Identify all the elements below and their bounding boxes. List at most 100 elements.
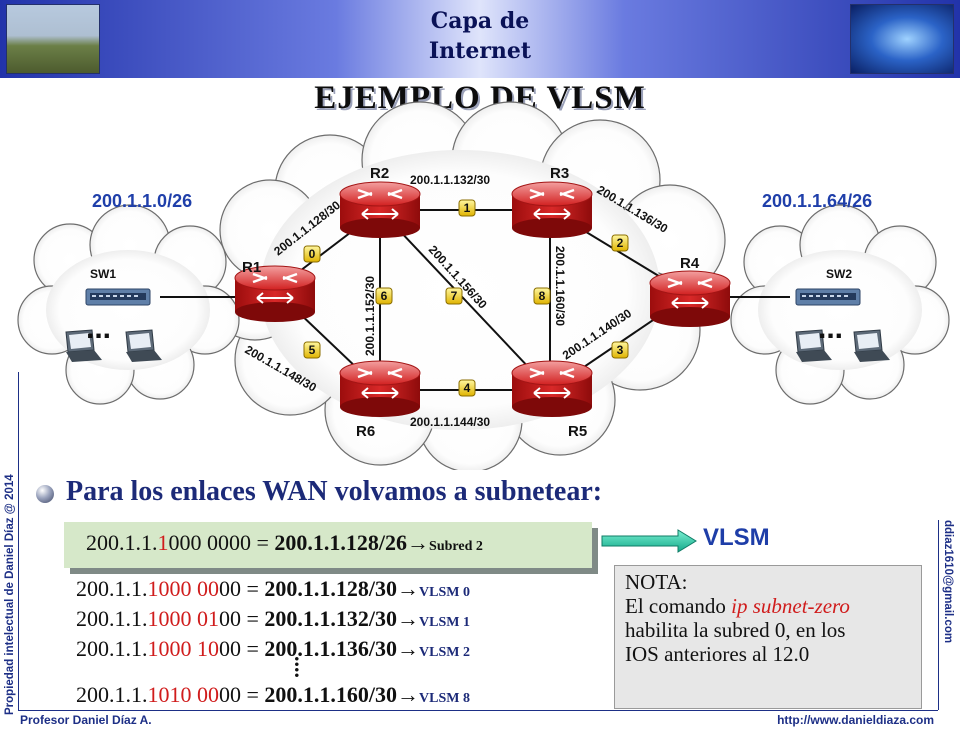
vlsm-arrow: → xyxy=(397,682,420,707)
header-title-line2: Internet xyxy=(428,38,532,64)
router-r2-label: R2 xyxy=(370,165,389,182)
lan-left-ellipsis: ... xyxy=(86,312,111,345)
note-line3: IOS anteriores al 12.0 xyxy=(625,642,810,666)
vlsm-line: 200.1.1.1000 0100 = 200.1.1.132/30→VLSM … xyxy=(76,606,470,632)
left-frame-line xyxy=(18,372,19,710)
subnet-line: 200.1.1.1000 0000 = 200.1.1.128/26→Subre… xyxy=(86,530,483,556)
vlsm-bits: 00 = xyxy=(219,606,265,631)
lan-left-label: 200.1.1.0/26 xyxy=(92,191,192,211)
subnet-bits: 000 0000 = xyxy=(168,530,275,555)
link-r2-r5 xyxy=(379,209,551,391)
header-title-line1: Capa de xyxy=(430,8,530,34)
vlsm-bits: 00 = xyxy=(219,682,265,707)
note-text: El comando xyxy=(625,594,732,618)
switch-sw1-icon[interactable] xyxy=(85,288,151,306)
badge-2: 2 xyxy=(611,234,629,252)
link-r2-r6-label: 200.1.1.152/30 xyxy=(363,276,377,356)
vlsm-line: 200.1.1.1000 1000 = 200.1.1.136/30→VLSM … xyxy=(76,636,470,662)
subnet-red-bits: 1 xyxy=(157,530,169,555)
note-title: NOTA: xyxy=(625,570,688,594)
note-line1: El comando ip subnet-zero xyxy=(625,594,921,618)
vlsm-tag: VLSM 8 xyxy=(419,691,470,706)
badge-4: 4 xyxy=(458,379,476,397)
vlsm-result: 200.1.1.132/30 xyxy=(264,606,398,631)
svg-text:4: 4 xyxy=(464,381,471,395)
vlsm-result: 200.1.1.136/30 xyxy=(264,636,398,661)
router-r4-icon[interactable] xyxy=(648,269,732,329)
subnet-prefix: 200.1.1. xyxy=(86,530,158,555)
vlsm-arrow: → xyxy=(397,576,420,601)
vlsm-arrow: → xyxy=(397,606,420,631)
vlsm-bits: 00 = xyxy=(219,576,265,601)
badge-7: 7 xyxy=(445,287,463,305)
router-r6-label: R6 xyxy=(356,423,375,440)
vlsm-prefix: 200.1.1. xyxy=(76,636,148,661)
badge-8: 8 xyxy=(533,287,551,305)
svg-text:2: 2 xyxy=(617,236,624,250)
switch-sw2-label: SW2 xyxy=(826,267,852,281)
link-r5-r6-label: 200.1.1.144/30 xyxy=(410,415,490,429)
vlsm-tag: VLSM 1 xyxy=(419,615,470,630)
vlsm-red-bits: 1010 00 xyxy=(147,682,220,707)
header-title: Capa de Internet xyxy=(380,6,580,66)
subnet-tag: Subred 2 xyxy=(429,539,483,554)
svg-text:1: 1 xyxy=(464,201,471,215)
router-r2-icon[interactable] xyxy=(338,180,422,240)
note-box: NOTA: El comando ip subnet-zero habilita… xyxy=(614,565,922,709)
footer-url[interactable]: http://www.danieldiaza.com xyxy=(777,713,934,727)
lan-right-ellipsis: ... xyxy=(818,312,843,345)
badge-1: 1 xyxy=(458,199,476,217)
header-photo-left xyxy=(6,4,100,74)
switch-sw2-icon[interactable] xyxy=(795,288,861,306)
svg-text:7: 7 xyxy=(451,289,458,303)
vlsm-bits: 00 = xyxy=(219,636,265,661)
vlsm-red-bits: 1000 01 xyxy=(147,606,220,631)
sidebar-right: ddiaz1610@gmail.com xyxy=(940,520,954,710)
svg-text:5: 5 xyxy=(309,343,316,357)
svg-text:0: 0 xyxy=(309,247,316,261)
header-photo-right xyxy=(850,4,954,74)
vlsm-result: 200.1.1.160/30 xyxy=(264,682,398,707)
vlsm-arrow-icon xyxy=(601,529,697,553)
vlsm-line: 200.1.1.1010 0000 = 200.1.1.160/30→VLSM … xyxy=(76,682,470,708)
router-r5-label: R5 xyxy=(568,423,587,440)
svg-text:8: 8 xyxy=(539,289,546,303)
link-r2-r3-label: 200.1.1.132/30 xyxy=(410,173,490,187)
subnet-result: 200.1.1.128/26 xyxy=(274,530,408,555)
header-banner xyxy=(0,0,960,78)
vlsm-tag: VLSM 0 xyxy=(419,585,470,600)
footer-author: Profesor Daniel Díaz A. xyxy=(20,713,152,727)
bullet-icon xyxy=(36,485,54,503)
router-r3-icon[interactable] xyxy=(510,180,594,240)
vlsm-tag: VLSM 2 xyxy=(419,645,470,660)
badge-6: 6 xyxy=(375,287,393,305)
switch-sw1-label: SW1 xyxy=(90,267,116,281)
badge-5: 5 xyxy=(303,341,321,359)
router-r4-label: R4 xyxy=(680,255,700,272)
link-r3-r5-label: 200.1.1.160/30 xyxy=(553,246,567,326)
vlsm-red-bits: 1000 00 xyxy=(147,576,220,601)
vlsm-red-bits: 1000 10 xyxy=(147,636,220,661)
badge-3: 3 xyxy=(611,341,629,359)
lan-right-label: 200.1.1.64/26 xyxy=(762,191,872,211)
vlsm-arrow: → xyxy=(397,636,420,661)
svg-text:6: 6 xyxy=(381,289,388,303)
right-frame-line xyxy=(938,520,939,710)
email-text: ddiaz1610@gmail.com xyxy=(942,520,954,644)
router-r3-label: R3 xyxy=(550,165,569,182)
router-r5-icon[interactable] xyxy=(510,359,594,419)
vlsm-line: 200.1.1.1000 0000 = 200.1.1.128/30→VLSM … xyxy=(76,576,470,602)
vertical-dots: .... xyxy=(290,656,315,678)
subnet-arrow: → xyxy=(407,530,430,555)
vlsm-label: VLSM xyxy=(703,524,770,551)
note-command: ip subnet-zero xyxy=(731,594,850,618)
copyright-text: Propiedad intelectual de Daniel Díaz @ 2… xyxy=(4,474,16,715)
router-r6-icon[interactable] xyxy=(338,359,422,419)
vlsm-prefix: 200.1.1. xyxy=(76,682,148,707)
note-line2: habilita la subred 0, en los xyxy=(625,618,846,642)
router-r1-label: R1 xyxy=(242,259,261,276)
bottom-frame-line xyxy=(18,710,938,711)
bullet-text: Para los enlaces WAN volvamos a subnetea… xyxy=(66,476,603,507)
vlsm-prefix: 200.1.1. xyxy=(76,606,148,631)
svg-text:3: 3 xyxy=(617,343,624,357)
